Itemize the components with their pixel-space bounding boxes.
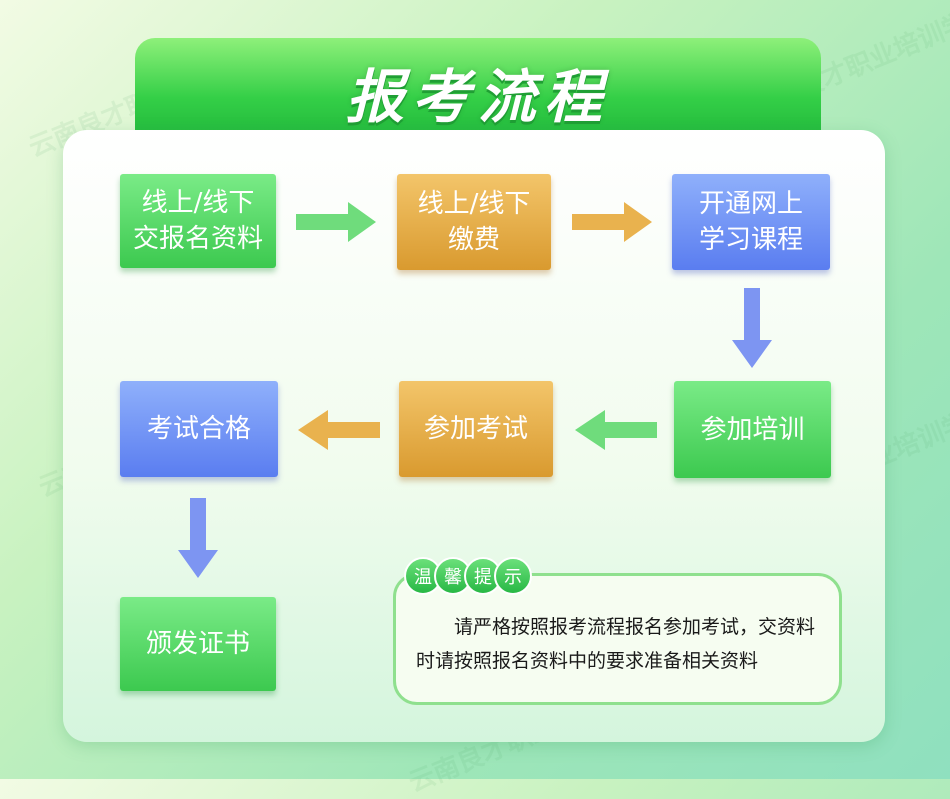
tip-label-char: 示 bbox=[494, 557, 532, 595]
step-label: 参加考试 bbox=[423, 414, 528, 444]
step-label: 线上/线下 交报名资料 bbox=[132, 188, 263, 254]
step-open-course: 开通网上 学习课程 bbox=[672, 174, 830, 270]
page-title: 报考流程 bbox=[345, 63, 610, 131]
step-submit-materials: 线上/线下 交报名资料 bbox=[120, 174, 276, 268]
arrow-left-icon bbox=[575, 410, 657, 450]
step-payment: 线上/线下 缴费 bbox=[397, 174, 551, 270]
step-label: 开通网上 学习课程 bbox=[698, 189, 803, 255]
arrow-left-icon bbox=[298, 410, 380, 450]
arrow-right-icon bbox=[572, 202, 652, 242]
step-training: 参加培训 bbox=[674, 381, 831, 478]
tip-box: 请严格按照报考流程报名参加考试，交资料时请按照报名资料中的要求准备相关资料 bbox=[393, 573, 842, 705]
arrow-right-icon bbox=[296, 202, 376, 242]
step-label: 考试合格 bbox=[146, 414, 251, 444]
tip-text: 请严格按照报考流程报名参加考试，交资料时请按照报名资料中的要求准备相关资料 bbox=[416, 616, 816, 672]
step-label: 参加培训 bbox=[700, 414, 805, 445]
title-banner: 报考流程 bbox=[135, 38, 821, 138]
step-label: 线上/线下 缴费 bbox=[417, 189, 531, 255]
step-label: 颁发证书 bbox=[145, 629, 250, 659]
step-pass-exam: 考试合格 bbox=[120, 381, 278, 477]
arrow-down-icon bbox=[178, 498, 218, 578]
arrow-down-icon bbox=[732, 288, 772, 368]
step-exam: 参加考试 bbox=[399, 381, 553, 477]
step-certificate: 颁发证书 bbox=[120, 597, 276, 691]
